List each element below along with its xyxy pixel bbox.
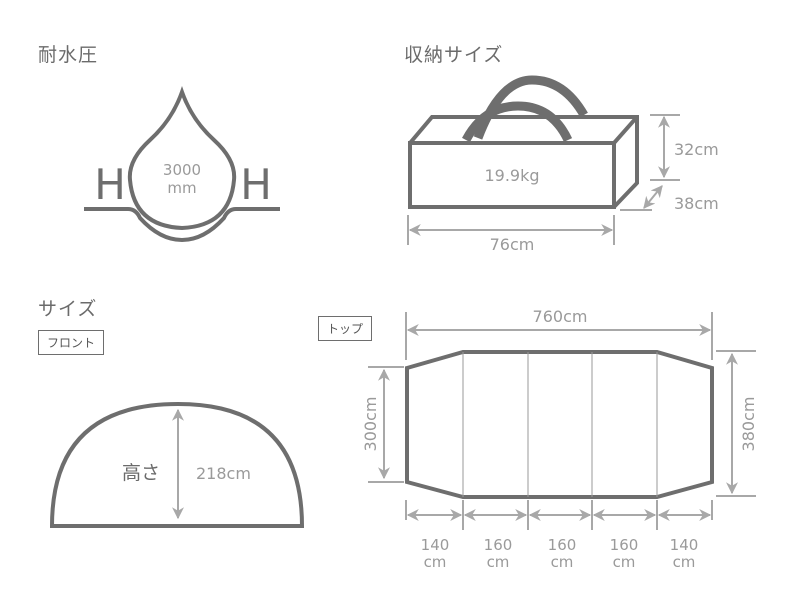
bag-depth-label: 38cm [674,194,719,213]
storage-size-heading: 収納サイズ [404,44,504,66]
segment-2-unit: cm [487,553,510,571]
top-view-tag: トップ [318,316,373,341]
front-height-label: 高さ [122,462,160,484]
bag-depth-dimension [643,185,663,209]
bag-height-label: 32cm [674,140,719,159]
segment-1-unit: cm [424,553,447,571]
water-pressure-unit: mm [167,179,196,197]
water-pressure-value: 3000 [163,161,201,179]
segment-2-value: 160 [484,536,513,554]
left-h-letter: H [94,160,126,209]
water-pressure-heading: 耐水圧 [38,44,99,66]
front-height-value: 218cm [196,464,251,483]
size-heading: サイズ [38,298,98,320]
mid-width-label: 380cm [739,397,758,452]
segment-1-value: 140 [421,536,450,554]
segment-4-value: 160 [610,536,639,554]
segment-3-value: 160 [548,536,577,554]
carry-bag-icon [408,75,639,209]
segment-4-unit: cm [613,553,636,571]
total-length-label: 760cm [533,307,588,326]
water-drop-icon [84,86,280,243]
right-h-letter: H [240,160,272,209]
segment-5-unit: cm [673,553,696,571]
segment-5-value: 140 [670,536,699,554]
front-view-tag: フロント [38,330,105,355]
tent-top-outline [405,350,714,499]
end-width-label: 300cm [361,397,380,452]
bag-width-label: 76cm [490,235,535,254]
bag-weight: 19.9kg [484,166,539,185]
segment-3-unit: cm [551,553,574,571]
